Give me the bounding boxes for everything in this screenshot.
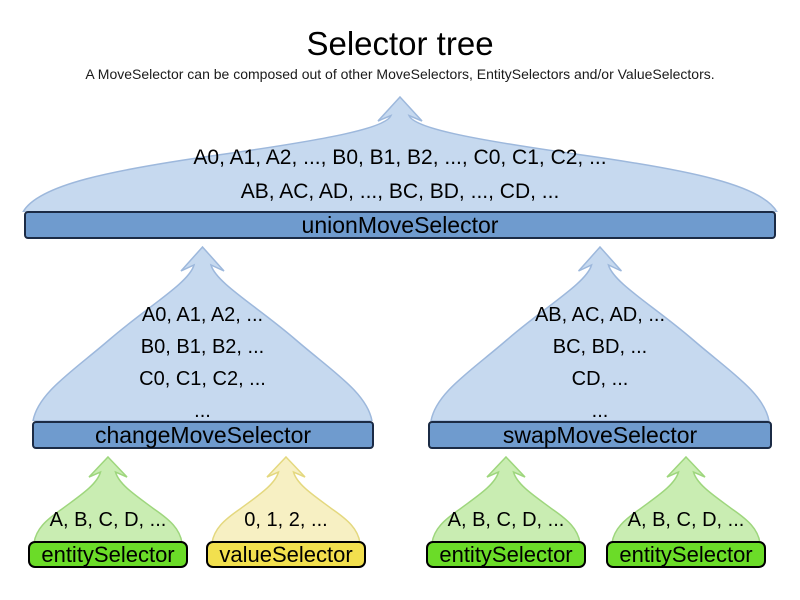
selection-line: A, B, C, D, ...	[627, 509, 745, 531]
entity-selector-node: A, B, C, D, ... entitySelector	[426, 455, 586, 568]
selection-list: A, B, C, D, ...	[28, 507, 188, 533]
entity-selector-label: entitySelector	[426, 541, 586, 568]
selection-line: A, B, C, D, ...	[49, 509, 167, 531]
selection-list: 0, 1, 2, ...	[206, 507, 366, 533]
value-selector-label: valueSelector	[206, 541, 366, 568]
union-move-selector-node: A0, A1, A2, ..., B0, B1, B2, ..., C0, C1…	[20, 95, 780, 240]
selection-line: C0, C1, C2, ...	[139, 368, 266, 390]
entity-selector-node: A, B, C, D, ... entitySelector	[28, 455, 188, 568]
selection-line: A0, A1, A2, ..., B0, B1, B2, ..., C0, C1…	[193, 146, 607, 169]
swap-move-selector-label: swapMoveSelector	[428, 421, 772, 449]
up-arrow-arch-shape	[431, 455, 581, 543]
union-move-selector-label: unionMoveSelector	[24, 211, 776, 239]
selection-line: 0, 1, 2, ...	[244, 509, 328, 531]
selection-line: AB, AC, AD, ..., BC, BD, ..., CD, ...	[240, 180, 560, 203]
entity-selector-label: entitySelector	[606, 541, 766, 568]
entity-selector-node: A, B, C, D, ... entitySelector	[606, 455, 766, 568]
entity-selector-label: entitySelector	[28, 541, 188, 568]
up-arrow-arch-shape	[22, 95, 778, 212]
up-arrow-arch-shape	[611, 455, 761, 543]
change-move-selector-label: changeMoveSelector	[32, 421, 374, 449]
swap-move-selector-node: AB, AC, AD, ... BC, BD, ... CD, ... ... …	[428, 245, 772, 449]
up-arrow-arch-shape	[211, 455, 361, 543]
up-arrow-arch-shape	[430, 245, 770, 421]
selection-line: CD, ...	[571, 368, 629, 390]
selection-line: A, B, C, D, ...	[447, 509, 565, 531]
selection-line: ...	[591, 400, 609, 422]
selection-list: A, B, C, D, ...	[606, 507, 766, 533]
up-arrow-arch-shape	[33, 455, 183, 543]
selection-line: A0, A1, A2, ...	[141, 304, 264, 326]
selection-line: AB, AC, AD, ...	[534, 304, 666, 326]
up-arrow-arch-shape	[32, 245, 373, 421]
selection-list: A, B, C, D, ...	[426, 507, 586, 533]
selection-list: A0, A1, A2, ... B0, B1, B2, ... C0, C1, …	[30, 299, 375, 427]
page-title: Selector tree	[306, 25, 494, 62]
selection-line: ...	[194, 400, 211, 422]
change-move-selector-node: A0, A1, A2, ... B0, B1, B2, ... C0, C1, …	[30, 245, 375, 449]
selection-line: BC, BD, ...	[552, 336, 648, 358]
selection-list: AB, AC, AD, ... BC, BD, ... CD, ... ...	[428, 299, 772, 427]
selection-list: A0, A1, A2, ..., B0, B1, B2, ..., C0, C1…	[20, 141, 780, 209]
value-selector-node: 0, 1, 2, ... valueSelector	[206, 455, 366, 568]
selection-line: B0, B1, B2, ...	[140, 336, 265, 358]
page-subtitle: A MoveSelector can be composed out of ot…	[85, 66, 715, 82]
